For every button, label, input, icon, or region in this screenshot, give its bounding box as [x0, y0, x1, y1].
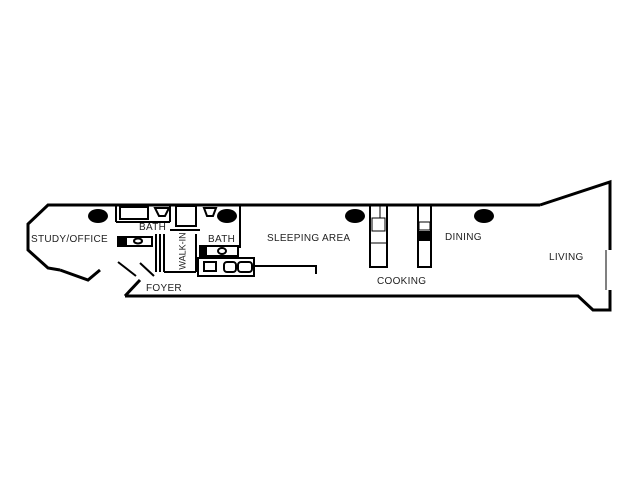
room-label-bath2: BATH [208, 234, 236, 245]
room-label-bath1: BATH [139, 222, 167, 233]
exterior-walls [26, 179, 612, 312]
room-label-living: LIVING [549, 252, 584, 263]
columns [88, 209, 494, 223]
room-label-dining: DINING [445, 232, 482, 243]
interior-walls [115, 204, 607, 290]
room-label-sleeping: SLEEPING AREA [267, 233, 351, 244]
room-label-foyer: FOYER [146, 283, 182, 294]
room-label-walkin: WALK-IN [177, 232, 188, 270]
room-label-study: STUDY/OFFICE [31, 234, 108, 245]
room-label-cooking: COOKING [377, 276, 427, 287]
